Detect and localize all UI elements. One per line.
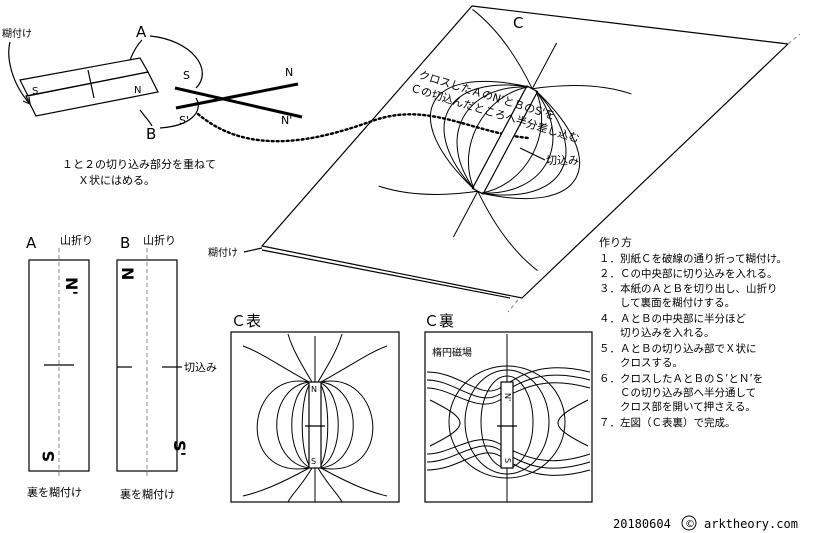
strip-a-rect (28, 259, 90, 472)
ab-fold-illustration: A B 糊付け S N S N S' N' １と２の切り込み部分を重ねて Ｘ状に… (2, 23, 303, 187)
sheet-c-fold-dash-top (787, 33, 801, 45)
callout-line-b (139, 109, 153, 127)
instruction-step-1: １．別紙Ｃを破線の通り折って糊付け。 (599, 252, 787, 265)
glue-arrow (8, 41, 31, 105)
sheet-c-field-lines (378, 9, 632, 271)
sheet-c-outline (260, 5, 790, 299)
instruction-step-6-cont2: クロス部を開いて押さえる。 (599, 400, 756, 413)
footer-site: arktheory.com (704, 517, 798, 531)
cut-pointer (519, 147, 546, 161)
strip-b (25, 71, 159, 117)
label-b: B (120, 234, 130, 252)
insertion-path-dotted (196, 112, 530, 143)
sheet-c-fold-dash-bottom (507, 299, 519, 313)
cross-s-prime-label: S' (179, 114, 189, 127)
back-glue-b: 裏を糊付け (120, 487, 175, 501)
strip-a (19, 57, 149, 97)
instruction-step-6-cont1: Ｃの切り込み部へ半分通して (599, 386, 756, 399)
strip-n-label: N (134, 85, 141, 96)
copyright-icon (681, 515, 697, 531)
cut-label-right: 切込み (184, 361, 217, 374)
instructions-title: 作り方 (599, 235, 632, 249)
sheet-c-perspective: C 糊付け クロスしたＡのN'とＢのS'を Ｃの切込んだところへ半分差し込む (208, 5, 801, 313)
instruction-step-7: ７．左図（Ｃ表裏）で完成。 (599, 416, 736, 429)
instruction-step-2: ２．Ｃの中央部に切り込みを入れる。 (599, 267, 778, 280)
instruction-step-4-cont: 切り込みを入れる。 (599, 327, 715, 339)
instruction-step-6: ６．クロスしたＡとＢのＳ’とＮ’を (599, 373, 763, 385)
glue-label-left: 糊付け (2, 27, 32, 40)
strip-a-s: S (39, 450, 58, 462)
footer-date: 20180604 (613, 517, 671, 531)
instruction-step-3-cont: して裏面を糊付けする。 (599, 296, 735, 309)
strip-a-template: A 山折り N' S 裏を糊付け (26, 233, 93, 499)
mountain-fold-a: 山折り (60, 233, 93, 247)
strip-cut-mark (87, 69, 95, 99)
strip-b-s-prime: S' (170, 440, 189, 456)
cross-bar-1 (174, 86, 303, 119)
c-front-title: Ｃ表 (231, 312, 261, 330)
c-back-s: S (503, 458, 512, 463)
ellipse-field-label: 楕円磁場 (432, 346, 472, 359)
instruction-step-5-cont: クロスする。 (599, 357, 683, 369)
c-back-magnet (500, 381, 514, 469)
footer: 20180604 © arktheory.com (613, 515, 798, 531)
sheet-c-fold-edge (261, 249, 511, 299)
callout-arc-b (159, 97, 199, 129)
overlap-note-line2: Ｘ状にはめる。 (78, 173, 155, 187)
callout-line-a (129, 39, 143, 61)
cross-n-prime-label: N' (281, 114, 292, 127)
strip-b-rect (116, 259, 178, 472)
strip-b-template: B 山折り N S' 切込み 裏を糊付け (116, 233, 217, 501)
mountain-fold-b: 山折り (143, 233, 176, 247)
glue-pointer-c (243, 247, 263, 253)
c-front-panel: Ｃ表 N S (230, 312, 400, 503)
glue-label-c: 糊付け (208, 246, 238, 259)
instruction-step-4: ４．ＡとＢの中央部に半分ほど (599, 312, 746, 325)
c-front-magnet (308, 381, 322, 469)
back-glue-a: 裏を糊付け (27, 485, 82, 499)
c-front-s: S (311, 457, 316, 466)
cross-bar-2 (175, 82, 299, 110)
c-front-field-lines (242, 333, 388, 503)
instructions: 作り方 １．別紙Ｃを破線の通り折って糊付け。 ２．Ｃの中央部に切り込みを入れる。… (599, 235, 787, 429)
strip-s-label: S (32, 86, 38, 97)
c-back-panel: Ｃ裏 楕円磁場 N' S (424, 312, 593, 503)
strip-a-n-prime: N' (62, 277, 81, 295)
c-back-field-lines (426, 365, 591, 479)
label-b-top: B (146, 125, 156, 143)
copyright-symbol: © (685, 519, 695, 530)
cross-n-label: N (285, 66, 293, 79)
c-front-n: N (311, 385, 317, 394)
instruction-step-3: ３．本紙のＡとＢを切り出し、山折り (599, 282, 778, 295)
cut-label-c: 切込み (546, 154, 579, 167)
label-a-top: A (136, 23, 147, 41)
strip-b-n: N (118, 267, 137, 280)
label-a: A (26, 234, 37, 252)
instruction-step-5: ５．ＡとＢの切り込み部でＸ状に (599, 342, 757, 355)
c-back-n-prime: N' (503, 393, 512, 401)
c-back-frame (424, 331, 593, 503)
c-back-title: Ｃ裏 (424, 312, 454, 330)
callout-arc-a (149, 35, 203, 89)
cross-s-label: S (183, 69, 190, 82)
label-c-top: C (513, 14, 523, 32)
overlap-note-line1: １と２の切り込み部分を重ねて (62, 157, 216, 171)
